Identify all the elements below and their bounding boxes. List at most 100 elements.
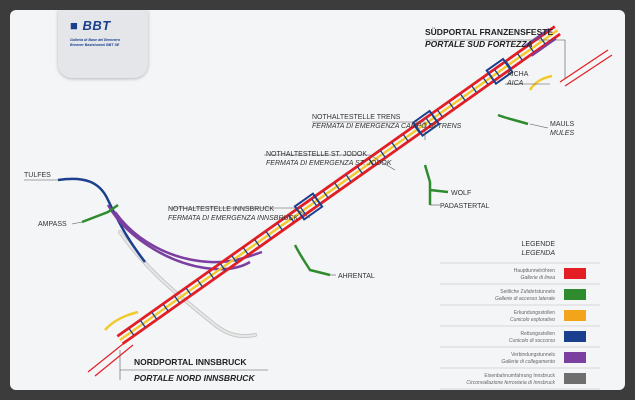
padastertal-label: PADASTERTAL xyxy=(440,203,490,210)
wolf-label: WOLF xyxy=(451,190,471,197)
cross-passage xyxy=(265,231,272,239)
legend-item-label-it: Gallerie di linea xyxy=(521,275,556,281)
cross-passage xyxy=(242,247,249,255)
approach-track-north-1 xyxy=(87,339,129,373)
cross-passage xyxy=(128,328,135,336)
tunnel-diagram: SÜDPORTAL FRANZENSFESTE PORTALE SUD FORT… xyxy=(24,25,613,390)
cross-passage xyxy=(219,263,226,271)
legend-item: Eisenbahnumfahrung InnsbruckCirconvallaz… xyxy=(440,367,600,386)
legend-swatch xyxy=(564,352,586,363)
access-tunnel-wolf xyxy=(423,164,449,205)
cross-passage xyxy=(288,215,295,223)
legend-item-label-de: Verbindungstunnels xyxy=(511,352,555,358)
station-innsbruck-label-it: FERMATA DI EMERGENZA INNSBRUCK xyxy=(168,215,299,222)
cross-passage xyxy=(425,117,432,126)
cross-passage xyxy=(379,150,386,158)
cross-passage xyxy=(437,109,443,118)
cross-passage xyxy=(334,182,340,190)
cross-passage xyxy=(208,271,215,279)
logo-subtitle-2: Brenner Basistunnel BBT SE xyxy=(70,43,120,47)
legend-item-label-de: Eisenbahnumfahrung Innsbruck xyxy=(484,373,555,379)
station-st-jodok-box xyxy=(411,109,441,138)
rescue-tunnel-tulfes xyxy=(57,177,146,263)
access-tunnel-ahrental xyxy=(293,244,331,277)
legend-item-label-it: Gallerie di collegamento xyxy=(501,359,555,365)
legend-swatch xyxy=(564,289,586,300)
bbt-logo: ■ BBT xyxy=(70,18,111,33)
cross-passage xyxy=(368,158,375,166)
cross-passage xyxy=(322,190,329,199)
logo-tab: ■ BBT Galleria di Base del Brennero Bren… xyxy=(58,10,148,78)
ampass-label: AMPASS xyxy=(38,221,67,228)
aicha-label-it: AICA xyxy=(506,80,524,87)
mauls-label-de: MAULS xyxy=(550,121,574,128)
legend-item-label-de: Erkundungsstollen xyxy=(514,310,555,316)
cross-passage xyxy=(197,279,203,288)
legend-swatch xyxy=(564,331,586,342)
connection-tunnel-1 xyxy=(106,204,251,271)
cross-passage xyxy=(471,85,478,93)
cross-passage xyxy=(357,166,363,174)
cross-passage xyxy=(185,287,192,296)
cross-passage xyxy=(311,198,318,207)
legend-item-label-de: Haupttunnelröhren xyxy=(514,268,556,274)
legend-item-label-it: Cunicolo esplorativo xyxy=(510,317,555,323)
cross-passage xyxy=(448,101,455,110)
south-portal-label-it: PORTALE SUD FORTEZZA xyxy=(425,39,533,49)
cross-passage xyxy=(277,223,283,231)
cross-passage xyxy=(299,206,306,215)
station-innsbruck-label-de: NOTHALTESTELLE INNSBRUCK xyxy=(168,206,274,213)
mauls-label-it: MULES xyxy=(550,130,574,137)
legend-item-label-it: Cunicolo di soccorso xyxy=(509,338,555,344)
cross-passage xyxy=(528,45,535,53)
ahrental-label: AHRENTAL xyxy=(338,273,375,280)
cross-passage xyxy=(231,255,238,263)
approach-track-north-2 xyxy=(94,344,134,377)
legend-swatch xyxy=(564,373,586,384)
approach-track-south-1 xyxy=(559,49,609,83)
cross-passage xyxy=(459,93,466,101)
station-trens-label-it: FERMATA DI EMERGENZA CAMPO DI TRENS xyxy=(312,123,462,130)
cross-passage xyxy=(482,77,489,85)
diagram-canvas: SÜDPORTAL FRANZENSFESTE PORTALE SUD FORT… xyxy=(10,10,625,390)
access-tunnel-ampass xyxy=(81,203,119,224)
station-trens-label-de: NOTHALTESTELLE TRENS xyxy=(312,114,401,121)
main-tube-east xyxy=(116,25,556,338)
logo-subtitle-1: Galleria di Base del Brennero xyxy=(70,38,121,42)
legend-item-label-it: Gallerie di accesso laterale xyxy=(495,296,555,302)
legend-swatch xyxy=(564,310,586,321)
south-portal-label-de: SÜDPORTAL FRANZENSFESTE xyxy=(425,27,553,37)
aicha-label-de: AICHA xyxy=(507,71,529,78)
cross-passage xyxy=(391,142,398,150)
exploratory-tunnel-aicha xyxy=(528,74,553,91)
exploratory-tunnel-north xyxy=(104,310,139,331)
logo-text: BBT xyxy=(82,18,111,33)
legend-item-label-de: Rettungsstollen xyxy=(521,331,556,337)
cross-passage xyxy=(162,303,169,312)
station-innsbruck-box xyxy=(293,192,324,221)
main-tube-west xyxy=(121,32,561,345)
legend-title-it: LEGENDA xyxy=(522,250,556,257)
main-tunnel-group xyxy=(116,25,561,345)
legend-title-de: LEGENDE xyxy=(522,241,556,248)
legend-item-label-de: Seitliche Zufahrtstunnels xyxy=(500,289,555,295)
cross-passage xyxy=(539,37,546,45)
north-portal-label-it: PORTALE NORD INNSBRUCK xyxy=(134,373,255,383)
approach-track-south-2 xyxy=(564,54,613,87)
cross-passage xyxy=(174,295,180,304)
cross-passage xyxy=(254,239,260,247)
cross-passage xyxy=(140,320,146,328)
station-trens-box xyxy=(485,57,514,85)
legend-swatch xyxy=(564,268,586,279)
cross-passage xyxy=(402,134,409,142)
station-jodok-label-de: NOTHALTESTELLE ST. JODOK xyxy=(266,151,367,158)
exploratory-tunnel xyxy=(119,29,559,341)
cross-passages xyxy=(128,37,546,336)
